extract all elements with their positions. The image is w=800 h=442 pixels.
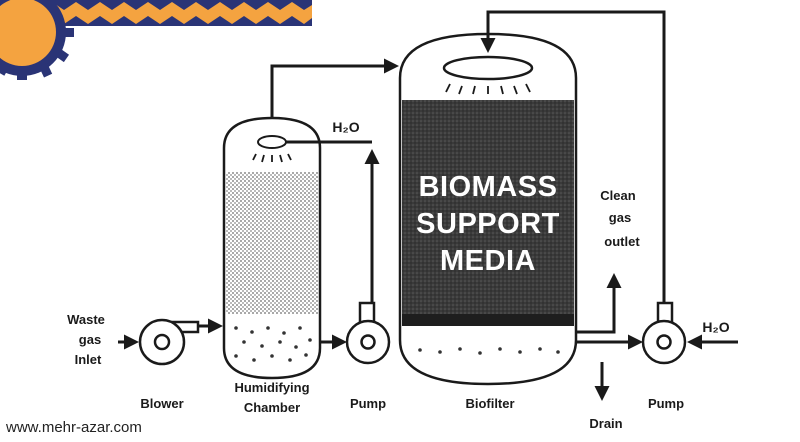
gear-wave-icon — [0, 0, 74, 80]
chamber-to-biofilter-gas-line — [270, 58, 399, 118]
recirculation-return-line — [480, 10, 666, 303]
left-pump — [345, 301, 391, 365]
humidifying-chamber — [222, 116, 322, 380]
waste-gas-label-line2: gas — [79, 332, 101, 347]
process-piping — [118, 10, 738, 401]
biofilter-label: Biofilter — [465, 396, 514, 411]
corner-badge — [0, 0, 312, 80]
right-h2o-label: H₂O — [702, 319, 729, 335]
waste-gas-label-line3: Inlet — [75, 352, 102, 367]
media-label-line1: BIOMASS — [419, 171, 558, 203]
media-label-line2: SUPPORT — [416, 208, 560, 240]
clean-gas-label-line1: Clean — [600, 188, 635, 203]
waste-gas-label-line1: Waste — [67, 312, 105, 327]
blower-label: Blower — [140, 396, 183, 411]
humidifier-packing — [226, 172, 318, 314]
blower — [138, 318, 200, 366]
left-pump-label: Pump — [350, 396, 386, 411]
biofilter-drain-pool — [418, 347, 560, 355]
wave-band — [40, 0, 312, 26]
watermark: www.mehr-azar.com — [5, 419, 142, 436]
biomass-support-media-bed — [402, 100, 574, 326]
right-pump-label: Pump — [648, 396, 684, 411]
biofilter-vessel: BIOMASS SUPPORT MEDIA — [398, 32, 578, 386]
biofilter-spray-nozzle — [442, 55, 534, 95]
left-h2o-label: H₂O — [332, 119, 359, 135]
humidifying-label-line1: Humidifying — [234, 380, 309, 395]
humidifier-water-pool — [234, 326, 312, 362]
right-pump — [641, 301, 687, 365]
drain-label: Drain — [589, 416, 622, 431]
humidifying-label-line2: Chamber — [244, 400, 300, 415]
clean-gas-outlet-arrow — [576, 273, 622, 334]
clean-gas-label-line3: outlet — [604, 234, 640, 249]
diagram-labels: Waste gas Inlet Blower Humidifying Chamb… — [67, 119, 730, 431]
media-label-line3: MEDIA — [440, 245, 536, 277]
clean-gas-label-line2: gas — [609, 210, 631, 225]
humidifier-spray-nozzle — [252, 135, 292, 163]
